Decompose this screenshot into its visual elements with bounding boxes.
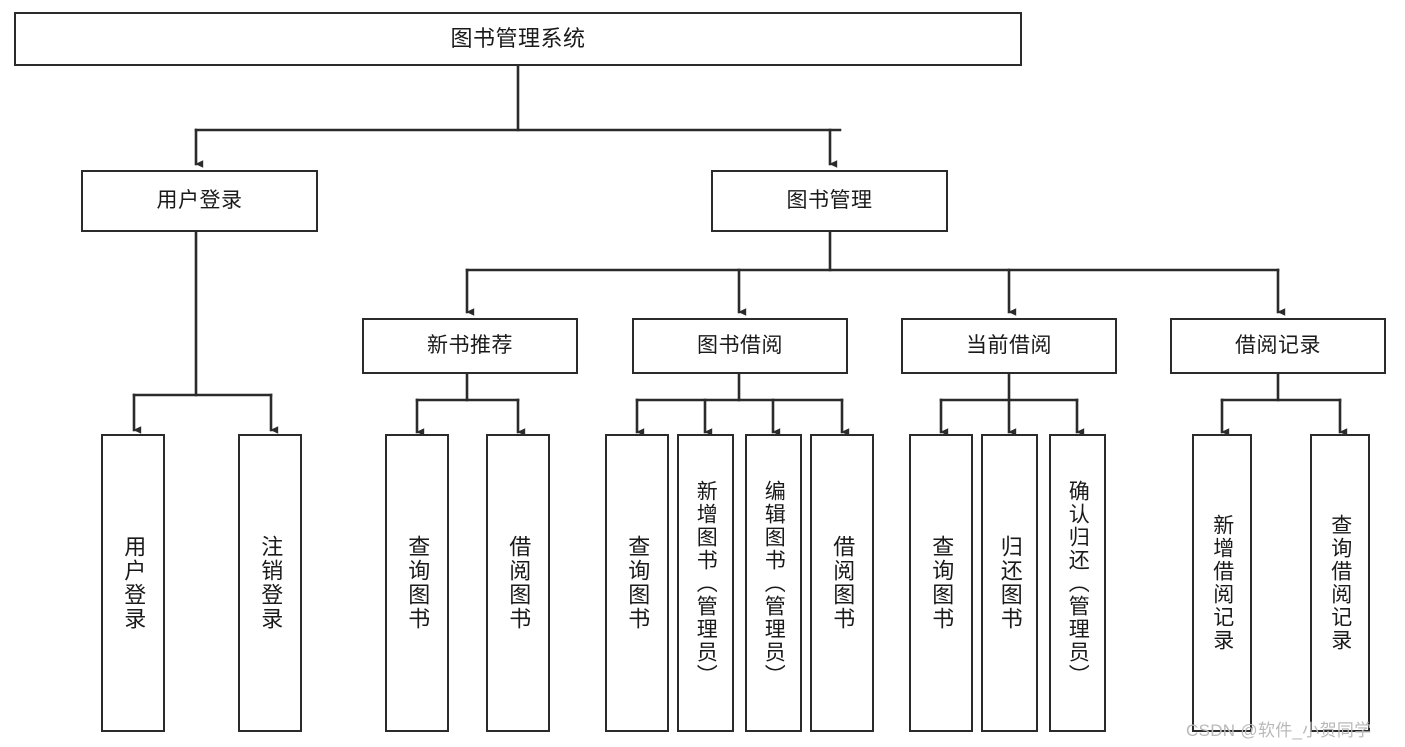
leaf-user-login[interactable]: 用户登录 xyxy=(101,434,165,732)
node-new-book-recommend[interactable]: 新书推荐 xyxy=(362,318,578,374)
leaf-borrow-book-borrow[interactable]: 借阅图书 xyxy=(810,434,874,732)
leaf-query-book-current[interactable]: 查询图书 xyxy=(909,434,973,732)
node-label: 注销登录 xyxy=(258,535,284,631)
node-label: 用户登录 xyxy=(121,535,147,631)
node-label: 图书管理 xyxy=(786,188,873,212)
node-root-book-management-system[interactable]: 图书管理系统 xyxy=(14,12,1022,66)
leaf-borrow-book-recommend[interactable]: 借阅图书 xyxy=(486,434,550,732)
leaf-return-book[interactable]: 归还图书 xyxy=(981,434,1038,732)
node-label: 图书管理系统 xyxy=(450,26,586,52)
leaf-add-book-admin[interactable]: 新增图书（管理员） xyxy=(677,434,734,732)
node-label: 借阅记录 xyxy=(1235,333,1321,357)
node-label: 查询图书 xyxy=(405,535,431,631)
leaf-confirm-return-admin[interactable]: 确认归还（管理员） xyxy=(1049,434,1106,732)
node-label: 查询图书 xyxy=(625,535,651,631)
node-label: 新书推荐 xyxy=(427,333,513,357)
node-book-borrow[interactable]: 图书借阅 xyxy=(632,318,848,374)
leaf-add-borrow-record[interactable]: 新增借阅记录 xyxy=(1192,434,1252,732)
leaf-query-book-recommend[interactable]: 查询图书 xyxy=(385,434,449,732)
csdn-watermark: CSDN @软件_小贺同学 xyxy=(1186,721,1372,740)
node-label: 编辑图书（管理员） xyxy=(762,479,786,687)
node-current-borrow[interactable]: 当前借阅 xyxy=(901,318,1117,374)
leaf-logout-login[interactable]: 注销登录 xyxy=(238,434,302,732)
node-borrow-record[interactable]: 借阅记录 xyxy=(1170,318,1386,374)
leaf-query-book-borrow[interactable]: 查询图书 xyxy=(605,434,669,732)
node-label: 确认归还（管理员） xyxy=(1066,479,1090,687)
node-label: 查询图书 xyxy=(929,535,955,631)
node-book-management[interactable]: 图书管理 xyxy=(711,170,948,232)
node-label: 查询借阅记录 xyxy=(1328,514,1352,652)
leaf-query-borrow-record[interactable]: 查询借阅记录 xyxy=(1310,434,1370,732)
node-label: 借阅图书 xyxy=(506,535,532,631)
node-label: 新增借阅记录 xyxy=(1210,514,1234,652)
node-user-login[interactable]: 用户登录 xyxy=(81,170,318,232)
node-label: 当前借阅 xyxy=(966,333,1052,357)
node-label: 归还图书 xyxy=(997,535,1023,631)
node-label: 用户登录 xyxy=(156,188,243,212)
node-label: 图书借阅 xyxy=(697,333,783,357)
node-label: 借阅图书 xyxy=(830,535,856,631)
node-label: 新增图书（管理员） xyxy=(694,479,718,687)
leaf-edit-book-admin[interactable]: 编辑图书（管理员） xyxy=(745,434,802,732)
